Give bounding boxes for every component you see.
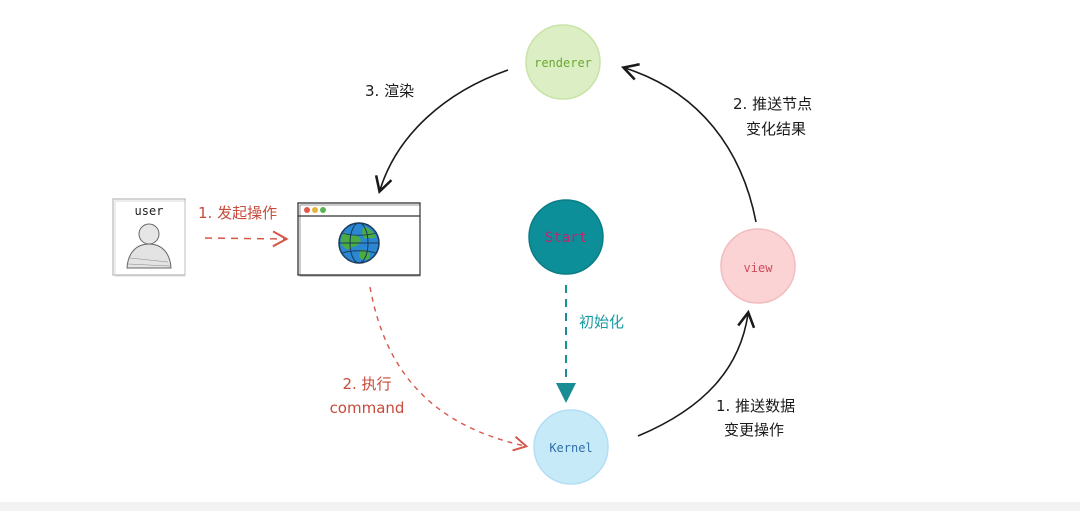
view-node bbox=[720, 228, 796, 304]
user-sketch-icon bbox=[112, 198, 186, 277]
edge-label-view-to-renderer-2: 变化结果 bbox=[746, 120, 807, 138]
kernel-node bbox=[533, 409, 609, 485]
arrow-renderer-to-browser bbox=[374, 69, 509, 195]
edge-label-render: 3. 渲染 bbox=[365, 82, 415, 100]
edge-label-browser-to-kernel-1: 2. 执行 bbox=[342, 375, 392, 393]
top-edge bbox=[0, 0, 1080, 4]
edge-label-browser-to-kernel-2: command bbox=[329, 399, 405, 417]
kernel-label: Kernel bbox=[549, 441, 593, 455]
edge-label-kernel-to-view-1: 1. 推送数据 bbox=[716, 397, 796, 415]
arrow-browser-to-kernel bbox=[369, 286, 529, 452]
edge-label-user-to-browser: 1. 发起操作 bbox=[198, 204, 278, 222]
edge-label-start-to-kernel: 初始化 bbox=[579, 313, 625, 331]
edge-label-view-to-renderer-1: 2. 推送节点 bbox=[733, 95, 813, 113]
start-label: Start bbox=[544, 230, 588, 246]
view-label: view bbox=[743, 261, 773, 275]
arrow-user-to-browser bbox=[204, 230, 289, 248]
renderer-label: renderer bbox=[534, 56, 592, 70]
renderer-node bbox=[525, 24, 601, 100]
edge-label-kernel-to-view-2: 变更操作 bbox=[724, 421, 785, 439]
bottom-edge bbox=[0, 502, 1080, 511]
start-node bbox=[528, 199, 604, 275]
globe-icon bbox=[338, 222, 380, 264]
arrow-kernel-to-view bbox=[637, 309, 756, 437]
user-label: user bbox=[134, 204, 164, 218]
arrow-view-to-renderer bbox=[620, 63, 757, 223]
